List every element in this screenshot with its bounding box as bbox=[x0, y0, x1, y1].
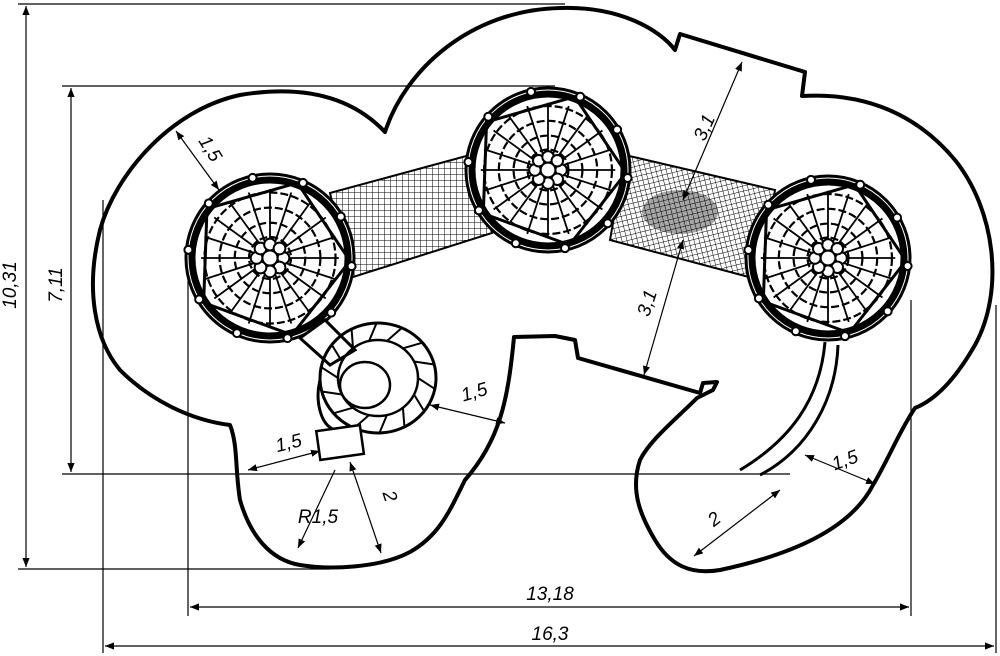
label-radius: R1,5 bbox=[298, 507, 339, 528]
net-tunnel-shadow bbox=[642, 190, 718, 234]
label-zone-right-slide2: 1,5 bbox=[829, 446, 861, 475]
label-zone-bottom-left: 2 bbox=[377, 487, 401, 505]
label-zone-bottom-right: 2 bbox=[703, 508, 725, 532]
dim-zone-left-top bbox=[175, 130, 220, 191]
extension-lines bbox=[18, 3, 997, 653]
label-zone-right-lower: 3,1 bbox=[634, 287, 662, 319]
tower-right bbox=[743, 174, 913, 342]
dim-zone-bottom-right bbox=[693, 489, 781, 557]
straight-slide bbox=[739, 341, 840, 477]
net-tunnels bbox=[328, 153, 777, 282]
dim-zone-right-slide2 bbox=[804, 454, 876, 485]
label-total-width: 16,3 bbox=[532, 624, 569, 645]
label-zone-right-upper: 3,1 bbox=[690, 111, 720, 144]
climbing-towers bbox=[183, 86, 913, 344]
dim-zone-right-lower bbox=[643, 239, 684, 376]
dim-zone-left-mid bbox=[247, 449, 321, 472]
tower-middle bbox=[463, 86, 633, 254]
dimension-labels: 10,31 7,11 13,18 16,3 1,5 3,1 3,1 1,5 1,… bbox=[0, 111, 862, 645]
label-zone-slide-right: 1,5 bbox=[459, 379, 491, 407]
label-inner-width: 13,18 bbox=[526, 584, 574, 605]
slide-exit-box bbox=[314, 423, 366, 462]
dim-zone-slide-right bbox=[429, 403, 506, 425]
dim-radius bbox=[297, 469, 336, 549]
label-total-height: 10,31 bbox=[0, 261, 21, 309]
tower-left bbox=[183, 172, 357, 344]
label-zone-left-mid: 1,5 bbox=[273, 430, 304, 457]
spiral-slide bbox=[297, 318, 438, 462]
safety-zone-outline bbox=[90, 5, 995, 574]
dim-zone-bottom-left bbox=[349, 461, 382, 554]
label-inner-height: 7,11 bbox=[46, 267, 67, 303]
dimension-lines bbox=[22, 6, 994, 650]
